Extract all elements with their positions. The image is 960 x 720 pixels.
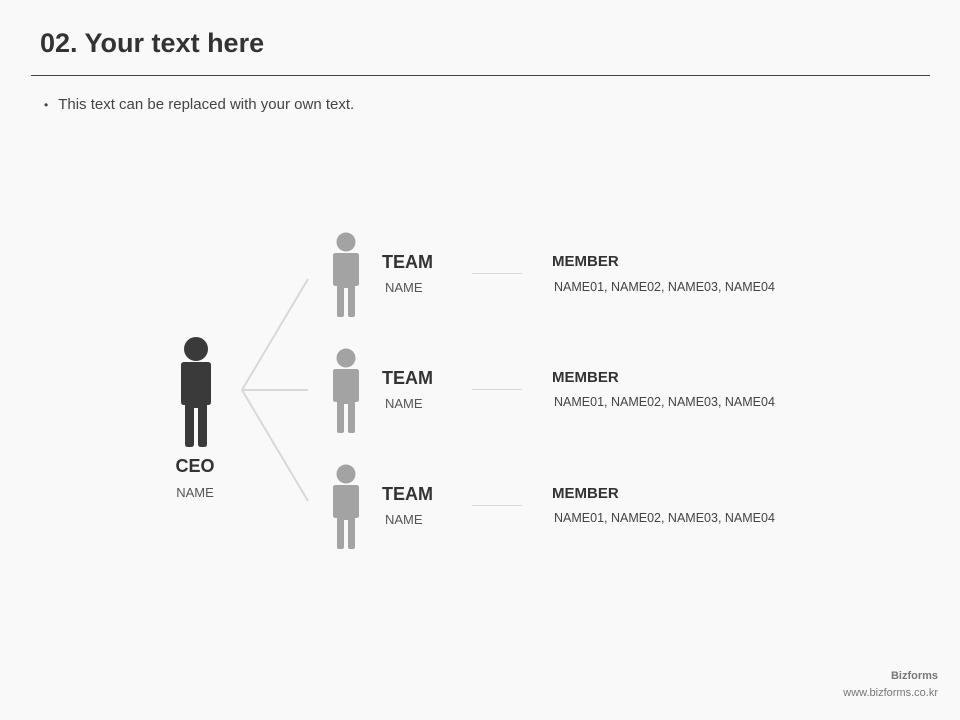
page-title: 02. Your text here	[40, 28, 265, 58]
ceo-name: NAME	[176, 485, 214, 500]
team-3-member-names: NAME01, NAME02, NAME03, NAME04	[554, 511, 775, 525]
connector-team-3	[241, 389, 309, 502]
team-3-member-label: MEMBER	[552, 485, 619, 502]
team-3-name: NAME	[385, 512, 423, 527]
team-3-person-icon	[333, 464, 359, 549]
bullet-text: This text can be replaced with your own …	[58, 96, 355, 113]
team-3-dash	[472, 505, 522, 506]
team-2-dash	[472, 389, 522, 390]
team-1-member-label: MEMBER	[552, 253, 619, 270]
team-2-name: NAME	[385, 396, 423, 411]
team-2-member-label: MEMBER	[552, 369, 619, 386]
title-divider	[31, 75, 930, 76]
team-3-title: TEAM	[382, 484, 433, 504]
ceo-person-icon	[181, 337, 211, 447]
team-1-member-names: NAME01, NAME02, NAME03, NAME04	[554, 280, 775, 294]
footer-url: www.bizforms.co.kr	[843, 687, 938, 699]
team-1-title: TEAM	[382, 252, 433, 272]
team-1-person-icon	[333, 232, 359, 317]
team-1-name: NAME	[385, 280, 423, 295]
ceo-title: CEO	[175, 456, 215, 476]
bullet-item: • This text can be replaced with your own…	[44, 96, 354, 113]
footer-brand: Bizforms	[890, 670, 938, 682]
bullet-dot: •	[44, 98, 49, 112]
team-2-title: TEAM	[382, 368, 433, 388]
team-2-member-names: NAME01, NAME02, NAME03, NAME04	[554, 395, 775, 409]
team-2-person-icon	[333, 348, 359, 433]
team-1-dash	[472, 273, 522, 274]
connector-team-1	[241, 278, 309, 391]
